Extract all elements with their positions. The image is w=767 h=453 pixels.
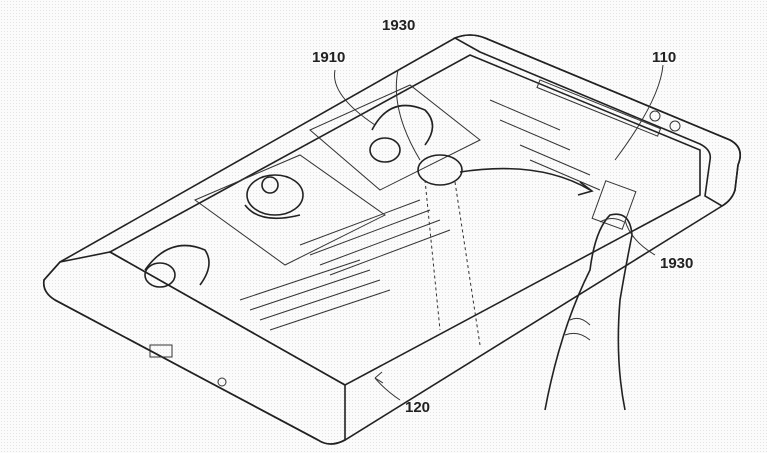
top-edge-display bbox=[453, 34, 741, 207]
ref-label-1930-right: 1930 bbox=[660, 255, 693, 272]
main-screen bbox=[108, 54, 701, 386]
headphone-image-2 bbox=[369, 104, 434, 163]
finger bbox=[544, 213, 633, 411]
mic-hole bbox=[217, 377, 227, 387]
headphone-image-3 bbox=[144, 244, 210, 288]
finger-creases bbox=[564, 317, 591, 341]
fingernail bbox=[599, 218, 625, 223]
sensor-icon bbox=[669, 120, 681, 132]
ref-label-110: 110 bbox=[652, 49, 676, 66]
arrow-head bbox=[577, 181, 594, 196]
ref-label-120: 120 bbox=[405, 399, 430, 416]
ref-label-1930-top: 1930 bbox=[382, 17, 415, 34]
leader-lines bbox=[334, 64, 664, 401]
image-card-1 bbox=[193, 154, 386, 266]
speaker-slot bbox=[536, 79, 662, 137]
edge-icon bbox=[591, 180, 637, 230]
home-button bbox=[149, 344, 173, 358]
selected-item bbox=[417, 154, 463, 186]
headphone-image-1 bbox=[244, 174, 304, 220]
dashed-projection bbox=[424, 179, 481, 346]
text-lines bbox=[239, 99, 601, 331]
image-card-2 bbox=[309, 84, 481, 191]
sensor-icon bbox=[649, 110, 661, 122]
drag-arrow bbox=[459, 167, 591, 191]
bottom-edge-display bbox=[42, 251, 346, 445]
ref-label-1910: 1910 bbox=[312, 49, 345, 66]
